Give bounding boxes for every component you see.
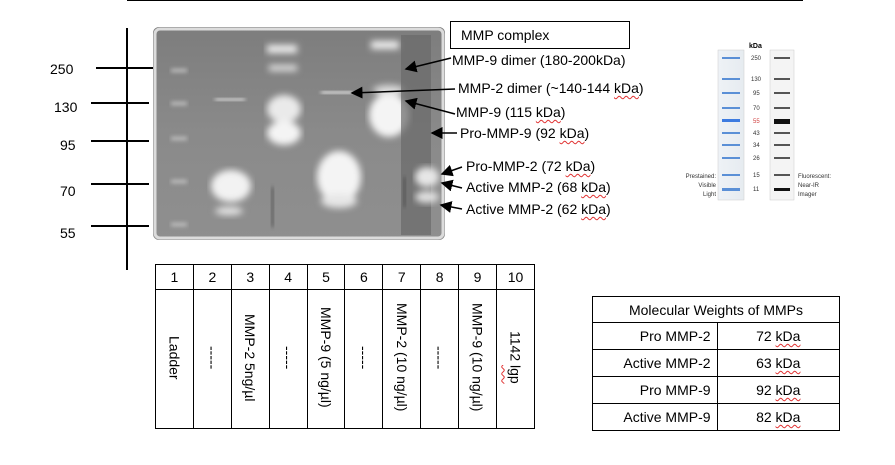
ladder-ref-11: 11 — [753, 187, 760, 193]
lane-sample-label: ----- — [280, 345, 297, 370]
lane-number: 10 — [496, 264, 535, 290]
lane-sample-row: Ladder ----- MMP-2 5ng/µl ----- MMP-9 (5… — [155, 289, 535, 429]
lane-sample-cell: ----- — [268, 289, 308, 429]
tick-250 — [96, 67, 154, 69]
mmp-complex-box: MMP complex — [450, 21, 630, 49]
mw-label-130: 130 — [54, 99, 78, 115]
lane-sample-cell: ----- — [344, 289, 384, 429]
annotation-active-mmp2-68: Active MMP-2 (68 kDa) — [466, 179, 611, 195]
mw-row-name: Active MMP-2 — [592, 349, 718, 377]
tick-70 — [91, 183, 149, 185]
ladder-ref-250: 250 — [751, 56, 762, 62]
arrow-active-mmp2-68 — [440, 179, 463, 192]
lane-number: 8 — [420, 264, 460, 290]
mw-label-55: 55 — [60, 225, 76, 241]
mw-row: Pro MMP-9 92 kDa — [592, 376, 841, 404]
top-rule — [127, 0, 803, 1]
ladder-left-caption-2: Visible — [698, 183, 716, 189]
lane-number: 4 — [268, 264, 308, 290]
arrow-mmp2-dimer — [350, 86, 456, 99]
lane-number-row: 1 2 3 4 5 6 7 8 9 10 — [155, 264, 535, 290]
lane-sample-cell: Ladder — [155, 289, 194, 429]
lane-sample-label: MMP-2 5ng/µl — [242, 313, 259, 402]
ladder-ref-43: 43 — [753, 131, 760, 137]
lane-number: 1 — [155, 264, 194, 290]
annotation-mmp9: MMP-9 (115 kDa) — [456, 104, 566, 120]
ladder-right-caption-3: Imager — [798, 192, 817, 198]
mw-row-value: 63 kDa — [716, 349, 841, 377]
mw-label-95: 95 — [60, 137, 76, 153]
tick-55 — [91, 225, 149, 227]
lane-sample-cell: MMP-2 (10 ng/µl) — [382, 289, 422, 429]
lane-sample-cell: MMP-9 (5 ng/µl) — [306, 289, 346, 429]
ladder-kda-header: kDa — [749, 43, 762, 50]
mw-row: Active MMP-9 82 kDa — [592, 403, 841, 431]
lane-table: 1 2 3 4 5 6 7 8 9 10 Ladder ----- MMP-2 … — [155, 264, 535, 429]
arrow-pro-mmp2 — [440, 164, 463, 177]
ladder-ref-15: 15 — [753, 173, 760, 179]
mw-row: Active MMP-2 63 kDa — [592, 349, 841, 377]
tick-130 — [91, 102, 149, 104]
lane-sample-label: Ladder — [166, 335, 183, 380]
ladder-right-caption-1: Fluorescent: — [798, 174, 831, 180]
lane-number: 7 — [382, 264, 422, 290]
ladder-left-caption-3: Light — [703, 192, 716, 198]
annotation-active-mmp2-62: Active MMP-2 (62 kDa) — [466, 201, 611, 217]
lane-sample-label: ----- — [355, 345, 372, 370]
mw-row-value: 72 kDa — [716, 322, 841, 350]
lane-number: 6 — [344, 264, 384, 290]
lane-sample-label: 1142 lgp — [507, 331, 524, 384]
lane-sample-label: MMP-9 (10 ng/µl) — [469, 303, 486, 412]
mw-row-value: 82 kDa — [716, 403, 841, 431]
mw-row-value: 92 kDa — [716, 376, 841, 404]
mw-label-70: 70 — [60, 183, 76, 199]
lane-number: 5 — [306, 264, 346, 290]
ladder-ref-130: 130 — [751, 77, 762, 83]
mw-table-title: Molecular Weights of MMPs — [592, 296, 840, 323]
lane-sample-cell: MMP-2 5ng/µl — [230, 289, 270, 429]
ladder-ref-70: 70 — [753, 106, 760, 112]
tick-95 — [91, 140, 149, 142]
lane-sample-label: MMP-9 (5 ng/µl) — [318, 307, 334, 408]
lane-number: 3 — [230, 264, 270, 290]
annotation-mmp9-dimer: MMP-9 dimer (180-200kDa) — [452, 52, 626, 68]
lane-sample-label: ----- — [204, 345, 221, 370]
lane-sample-cell: ----- — [420, 289, 460, 429]
mw-row: Pro MMP-2 72 kDa — [592, 322, 841, 350]
ladder-right-caption-2: Near-IR — [798, 183, 820, 189]
arrow-mmp9 — [404, 97, 456, 115]
arrow-mmp9-dimer — [404, 57, 452, 73]
ladder-ref-95: 95 — [753, 91, 760, 97]
mw-label-250: 250 — [50, 61, 74, 77]
annotation-pro-mmp2: Pro-MMP-2 (72 kDa) — [466, 158, 596, 174]
protein-ladder-reference-image: kDa 250 130 95 70 55 43 34 26 15 11 — [686, 43, 831, 201]
arrow-active-mmp2-62 — [439, 201, 463, 213]
mw-row-name: Pro MMP-9 — [592, 376, 718, 404]
ladder-left-caption-1: Prestained: — [686, 174, 717, 180]
lane-sample-label: ----- — [431, 345, 448, 370]
lane-sample-cell: ----- — [192, 289, 232, 429]
lane-sample-label: MMP-2 (10 ng/µl) — [393, 303, 410, 412]
ladder-ref-34: 34 — [753, 143, 760, 149]
mw-row-name: Pro MMP-2 — [592, 322, 718, 350]
molecular-weights-table: Molecular Weights of MMPs Pro MMP-2 72 k… — [592, 296, 841, 431]
lane-number: 9 — [458, 264, 498, 290]
ladder-ref-26: 26 — [753, 156, 760, 162]
mw-axis-line — [126, 28, 128, 270]
lane-sample-cell: 1142 lgp — [496, 289, 535, 429]
mw-row-name: Active MMP-9 — [592, 403, 718, 431]
lane-sample-cell: MMP-9 (10 ng/µl) — [458, 289, 498, 429]
annotation-mmp2-dimer: MMP-2 dimer (~140-144 kDa) — [458, 80, 644, 96]
lane-number: 2 — [192, 264, 232, 290]
annotation-pro-mmp9: Pro-MMP-9 (92 kDa) — [460, 125, 590, 141]
ladder-ref-55: 55 — [753, 119, 760, 125]
